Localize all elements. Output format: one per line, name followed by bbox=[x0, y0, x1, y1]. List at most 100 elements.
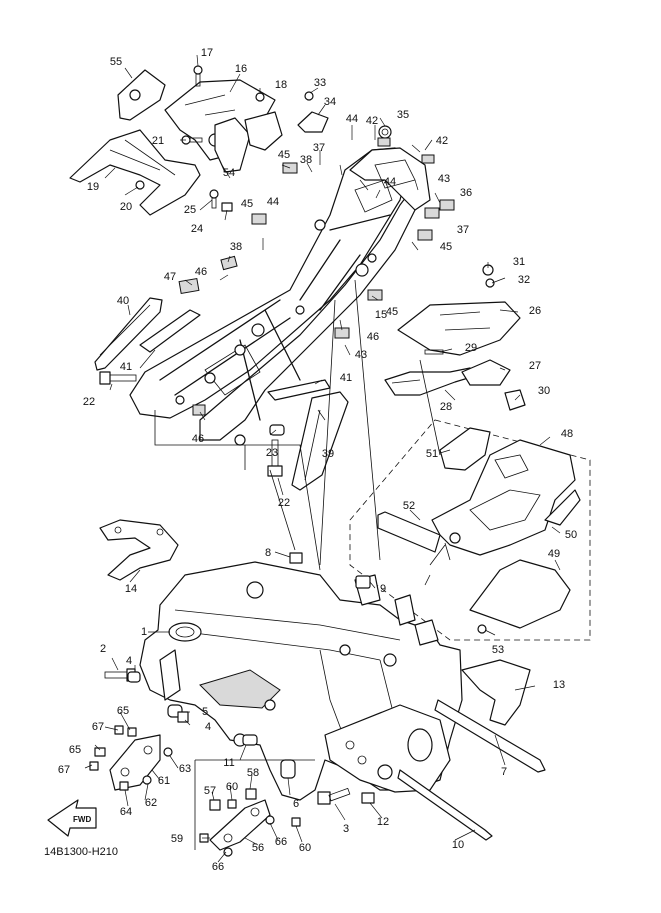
callout-49[interactable]: 49 bbox=[548, 548, 560, 560]
callout-16[interactable]: 16 bbox=[235, 63, 247, 75]
engine-bracket-61[interactable] bbox=[109, 734, 161, 791]
callout-25[interactable]: 25 bbox=[184, 204, 196, 216]
callout-62[interactable]: 62 bbox=[145, 797, 157, 809]
collar-24[interactable] bbox=[221, 202, 233, 212]
callout-44[interactable]: 44 bbox=[346, 113, 358, 125]
sponge-51[interactable] bbox=[439, 427, 491, 471]
callout-32[interactable]: 32 bbox=[518, 274, 530, 286]
rivet-53[interactable] bbox=[477, 624, 487, 634]
callout-44[interactable]: 44 bbox=[384, 176, 396, 188]
bolt-25[interactable] bbox=[209, 189, 219, 209]
bolt-29[interactable] bbox=[424, 349, 444, 355]
bolt-64[interactable] bbox=[119, 781, 129, 791]
bolt-60-upper[interactable] bbox=[227, 799, 237, 809]
bracket-37-plate[interactable] bbox=[244, 111, 283, 151]
protector-50[interactable] bbox=[544, 489, 581, 526]
callout-63[interactable]: 63 bbox=[179, 763, 191, 775]
callout-60[interactable]: 60 bbox=[299, 842, 311, 854]
callout-5[interactable]: 5 bbox=[202, 706, 208, 718]
callout-13[interactable]: 13 bbox=[553, 679, 565, 691]
callout-18[interactable]: 18 bbox=[275, 79, 287, 91]
callout-2[interactable]: 2 bbox=[100, 643, 106, 655]
washer-66-bottom[interactable] bbox=[223, 847, 233, 857]
callout-3[interactable]: 3 bbox=[343, 823, 349, 835]
callout-26[interactable]: 26 bbox=[529, 305, 541, 317]
under-cover-48[interactable] bbox=[431, 439, 576, 556]
callout-19[interactable]: 19 bbox=[87, 181, 99, 193]
callout-58[interactable]: 58 bbox=[247, 767, 259, 779]
collar-6[interactable] bbox=[280, 759, 296, 779]
callout-60[interactable]: 60 bbox=[226, 781, 238, 793]
callout-46[interactable]: 46 bbox=[195, 266, 207, 278]
inner-protector-41-left[interactable] bbox=[139, 309, 201, 353]
callout-64[interactable]: 64 bbox=[120, 806, 132, 818]
callout-42[interactable]: 42 bbox=[366, 115, 378, 127]
callout-66[interactable]: 66 bbox=[212, 861, 224, 873]
callout-38[interactable]: 38 bbox=[230, 241, 242, 253]
callout-24[interactable]: 24 bbox=[191, 223, 203, 235]
callout-10[interactable]: 10 bbox=[452, 839, 464, 851]
collar-4-upper[interactable] bbox=[127, 671, 141, 683]
callout-22[interactable]: 22 bbox=[83, 396, 95, 408]
callout-45[interactable]: 45 bbox=[241, 198, 253, 210]
nut-4-lower[interactable] bbox=[177, 711, 189, 723]
bolt-3[interactable] bbox=[317, 787, 351, 805]
washer-66-right[interactable] bbox=[265, 815, 275, 825]
callout-37[interactable]: 37 bbox=[313, 142, 325, 154]
washer-62[interactable] bbox=[142, 775, 152, 785]
bolt-18[interactable] bbox=[255, 92, 265, 102]
main-frame[interactable] bbox=[139, 561, 463, 801]
callout-23[interactable]: 23 bbox=[266, 447, 278, 459]
bolt-57[interactable] bbox=[209, 799, 221, 811]
callout-54[interactable]: 54 bbox=[223, 167, 235, 179]
stay-55[interactable] bbox=[117, 69, 166, 121]
callout-30[interactable]: 30 bbox=[538, 385, 550, 397]
engine-bracket-56[interactable] bbox=[209, 799, 271, 851]
callout-9[interactable]: 9 bbox=[380, 583, 386, 595]
nut-12[interactable] bbox=[361, 792, 375, 804]
callout-57[interactable]: 57 bbox=[204, 785, 216, 797]
callout-4[interactable]: 4 bbox=[205, 721, 211, 733]
callout-47[interactable]: 47 bbox=[164, 271, 176, 283]
callout-27[interactable]: 27 bbox=[529, 360, 541, 372]
collar-11[interactable] bbox=[242, 734, 258, 746]
callout-50[interactable]: 50 bbox=[565, 529, 577, 541]
callout-45[interactable]: 45 bbox=[440, 241, 452, 253]
cowl-bracket-19[interactable] bbox=[69, 129, 201, 216]
callout-33[interactable]: 33 bbox=[314, 77, 326, 89]
callout-44[interactable]: 44 bbox=[267, 196, 279, 208]
callout-38[interactable]: 38 bbox=[300, 154, 312, 166]
callout-36[interactable]: 36 bbox=[460, 187, 472, 199]
callout-41[interactable]: 41 bbox=[340, 372, 352, 384]
callout-51[interactable]: 51 bbox=[426, 448, 438, 460]
callout-11[interactable]: 11 bbox=[223, 757, 234, 769]
bolt-58[interactable] bbox=[245, 788, 257, 800]
engine-guard-14[interactable] bbox=[99, 519, 179, 581]
callout-6[interactable]: 6 bbox=[293, 798, 299, 810]
bolt-9[interactable] bbox=[355, 575, 371, 589]
callout-31[interactable]: 31 bbox=[513, 256, 525, 268]
bolt-31-32[interactable] bbox=[482, 264, 495, 288]
callout-42[interactable]: 42 bbox=[436, 135, 448, 147]
bracket-54[interactable] bbox=[214, 117, 251, 173]
callout-61[interactable]: 61 bbox=[158, 775, 170, 787]
cover-13[interactable] bbox=[461, 659, 531, 726]
callout-4[interactable]: 4 bbox=[126, 655, 132, 667]
callout-34[interactable]: 34 bbox=[324, 96, 336, 108]
callout-21[interactable]: 21 bbox=[152, 135, 164, 147]
callout-22[interactable]: 22 bbox=[278, 497, 290, 509]
callout-1[interactable]: 1 bbox=[141, 626, 147, 638]
damper-52[interactable] bbox=[377, 511, 441, 553]
callout-65[interactable]: 65 bbox=[117, 705, 129, 717]
callout-17[interactable]: 17 bbox=[201, 47, 213, 59]
rear-subframe[interactable] bbox=[129, 147, 431, 446]
callout-8[interactable]: 8 bbox=[265, 547, 271, 559]
callout-40[interactable]: 40 bbox=[117, 295, 129, 307]
damper-pads[interactable] bbox=[178, 137, 455, 416]
callout-67[interactable]: 67 bbox=[92, 721, 104, 733]
callout-12[interactable]: 12 bbox=[377, 816, 389, 828]
callout-53[interactable]: 53 bbox=[492, 644, 504, 656]
bracket-27[interactable] bbox=[461, 359, 511, 386]
bolt-60-lower[interactable] bbox=[291, 817, 301, 827]
left-subframe-cover-40[interactable] bbox=[94, 297, 163, 371]
